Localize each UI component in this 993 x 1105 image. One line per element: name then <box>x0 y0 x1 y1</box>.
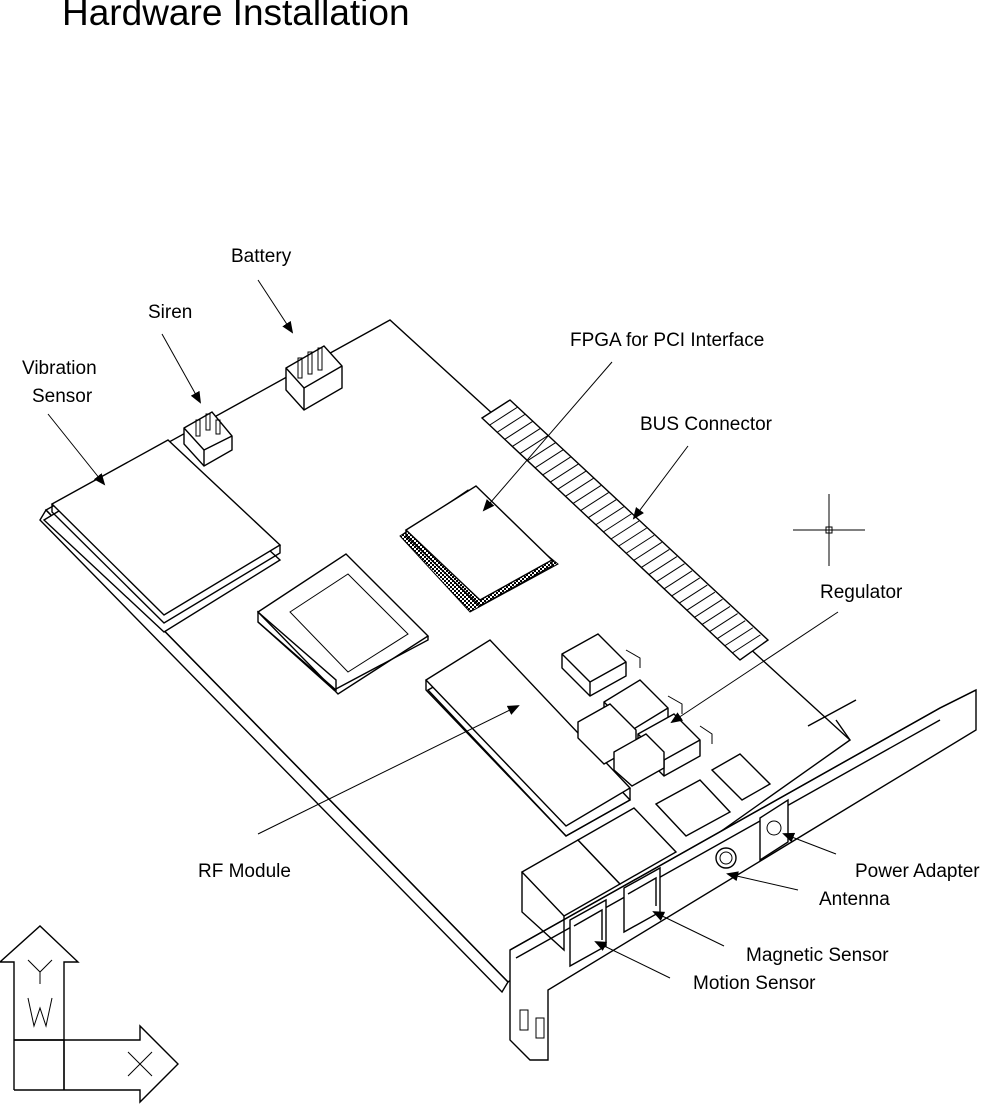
motion-sensor-label: Motion Sensor <box>693 973 816 994</box>
rf-module <box>424 639 632 837</box>
bus-connector-finger <box>724 627 754 647</box>
bus-connector-finger <box>625 534 655 554</box>
bus-connector-finger <box>686 591 716 611</box>
bus-connector-finger <box>694 598 723 618</box>
labels: Battery Siren Vibration Sensor FPGA for … <box>22 246 980 994</box>
bus-connector-finger <box>512 428 541 447</box>
antenna-label: Antenna <box>819 889 890 910</box>
rf-module-label: RF Module <box>198 861 291 882</box>
battery-label: Battery <box>231 246 292 267</box>
page-title: Hardware Installation <box>62 0 410 33</box>
callout-arrows <box>47 279 839 979</box>
bus-connector-finger <box>527 442 556 462</box>
bus-connector-label: BUS Connector <box>640 414 773 435</box>
bus-connector-finger <box>595 506 625 526</box>
power-adapter-label: Power Adapter <box>855 861 980 882</box>
bus-connector-finger <box>496 413 526 433</box>
bus-connector-finger <box>580 492 609 511</box>
bus-connector-finger <box>648 556 678 576</box>
bus-connector-finger <box>732 634 761 654</box>
regulator <box>561 633 713 787</box>
magnetic-sensor-label: Magnetic Sensor <box>746 945 889 966</box>
battery-arrow <box>257 279 294 334</box>
siren-connector <box>183 411 233 467</box>
bus-connector-finger <box>618 527 647 547</box>
bus-connector-finger <box>557 470 587 490</box>
bus-connector-finger <box>572 484 602 504</box>
fpga-arrow <box>482 361 613 512</box>
bus-connector-finger <box>519 435 549 455</box>
bus-connector-finger <box>550 463 579 483</box>
crosshair-cursor-icon <box>793 494 865 566</box>
bus-connector-finger <box>709 613 738 632</box>
bus-connector-finger <box>587 499 617 519</box>
rf-module-arrow <box>257 705 520 835</box>
bus-connector-finger <box>603 513 632 533</box>
motion-sensor-arrow <box>594 941 671 979</box>
vibration-sensor-label-line2: Sensor <box>32 386 93 407</box>
vibration-sensor-module <box>42 439 282 633</box>
square-chip <box>256 553 430 695</box>
fpga-chip <box>399 485 559 613</box>
bus-connector-finger <box>716 620 746 640</box>
vibration-sensor-label-line1: Vibration <box>22 358 97 379</box>
magnetic-sensor-arrow <box>652 911 725 947</box>
bus-connector <box>480 399 770 661</box>
bus-connector-finger <box>656 563 685 583</box>
bus-connector-finger <box>679 584 708 604</box>
bus-connector-finger <box>504 420 534 440</box>
ucs-axis-icon <box>0 925 179 1104</box>
bus-connector-finger <box>534 449 564 469</box>
bus-connector-finger <box>641 549 670 568</box>
antenna-arrow <box>726 871 799 891</box>
bus-connector-finger <box>542 456 571 476</box>
power-adapter-arrow <box>782 832 837 855</box>
siren-label: Siren <box>148 302 192 323</box>
bus-connector-finger <box>701 605 731 625</box>
battery-connector <box>285 345 343 411</box>
regulator-label: Regulator <box>820 582 903 603</box>
bus-connector-finger <box>489 406 518 426</box>
bus-connector-finger <box>663 570 693 590</box>
siren-arrow <box>161 333 201 404</box>
bus-connector-finger <box>671 577 700 597</box>
bus-connector-finger <box>565 477 594 497</box>
bus-connector-finger <box>633 541 663 561</box>
antenna-connector <box>715 847 737 869</box>
bus-connector-finger <box>610 520 640 540</box>
regulator-arrow <box>670 611 839 724</box>
fpga-label: FPGA for PCI Interface <box>570 330 764 351</box>
bus-connector-arrow <box>632 445 689 520</box>
vibration-sensor-arrow <box>47 413 106 486</box>
